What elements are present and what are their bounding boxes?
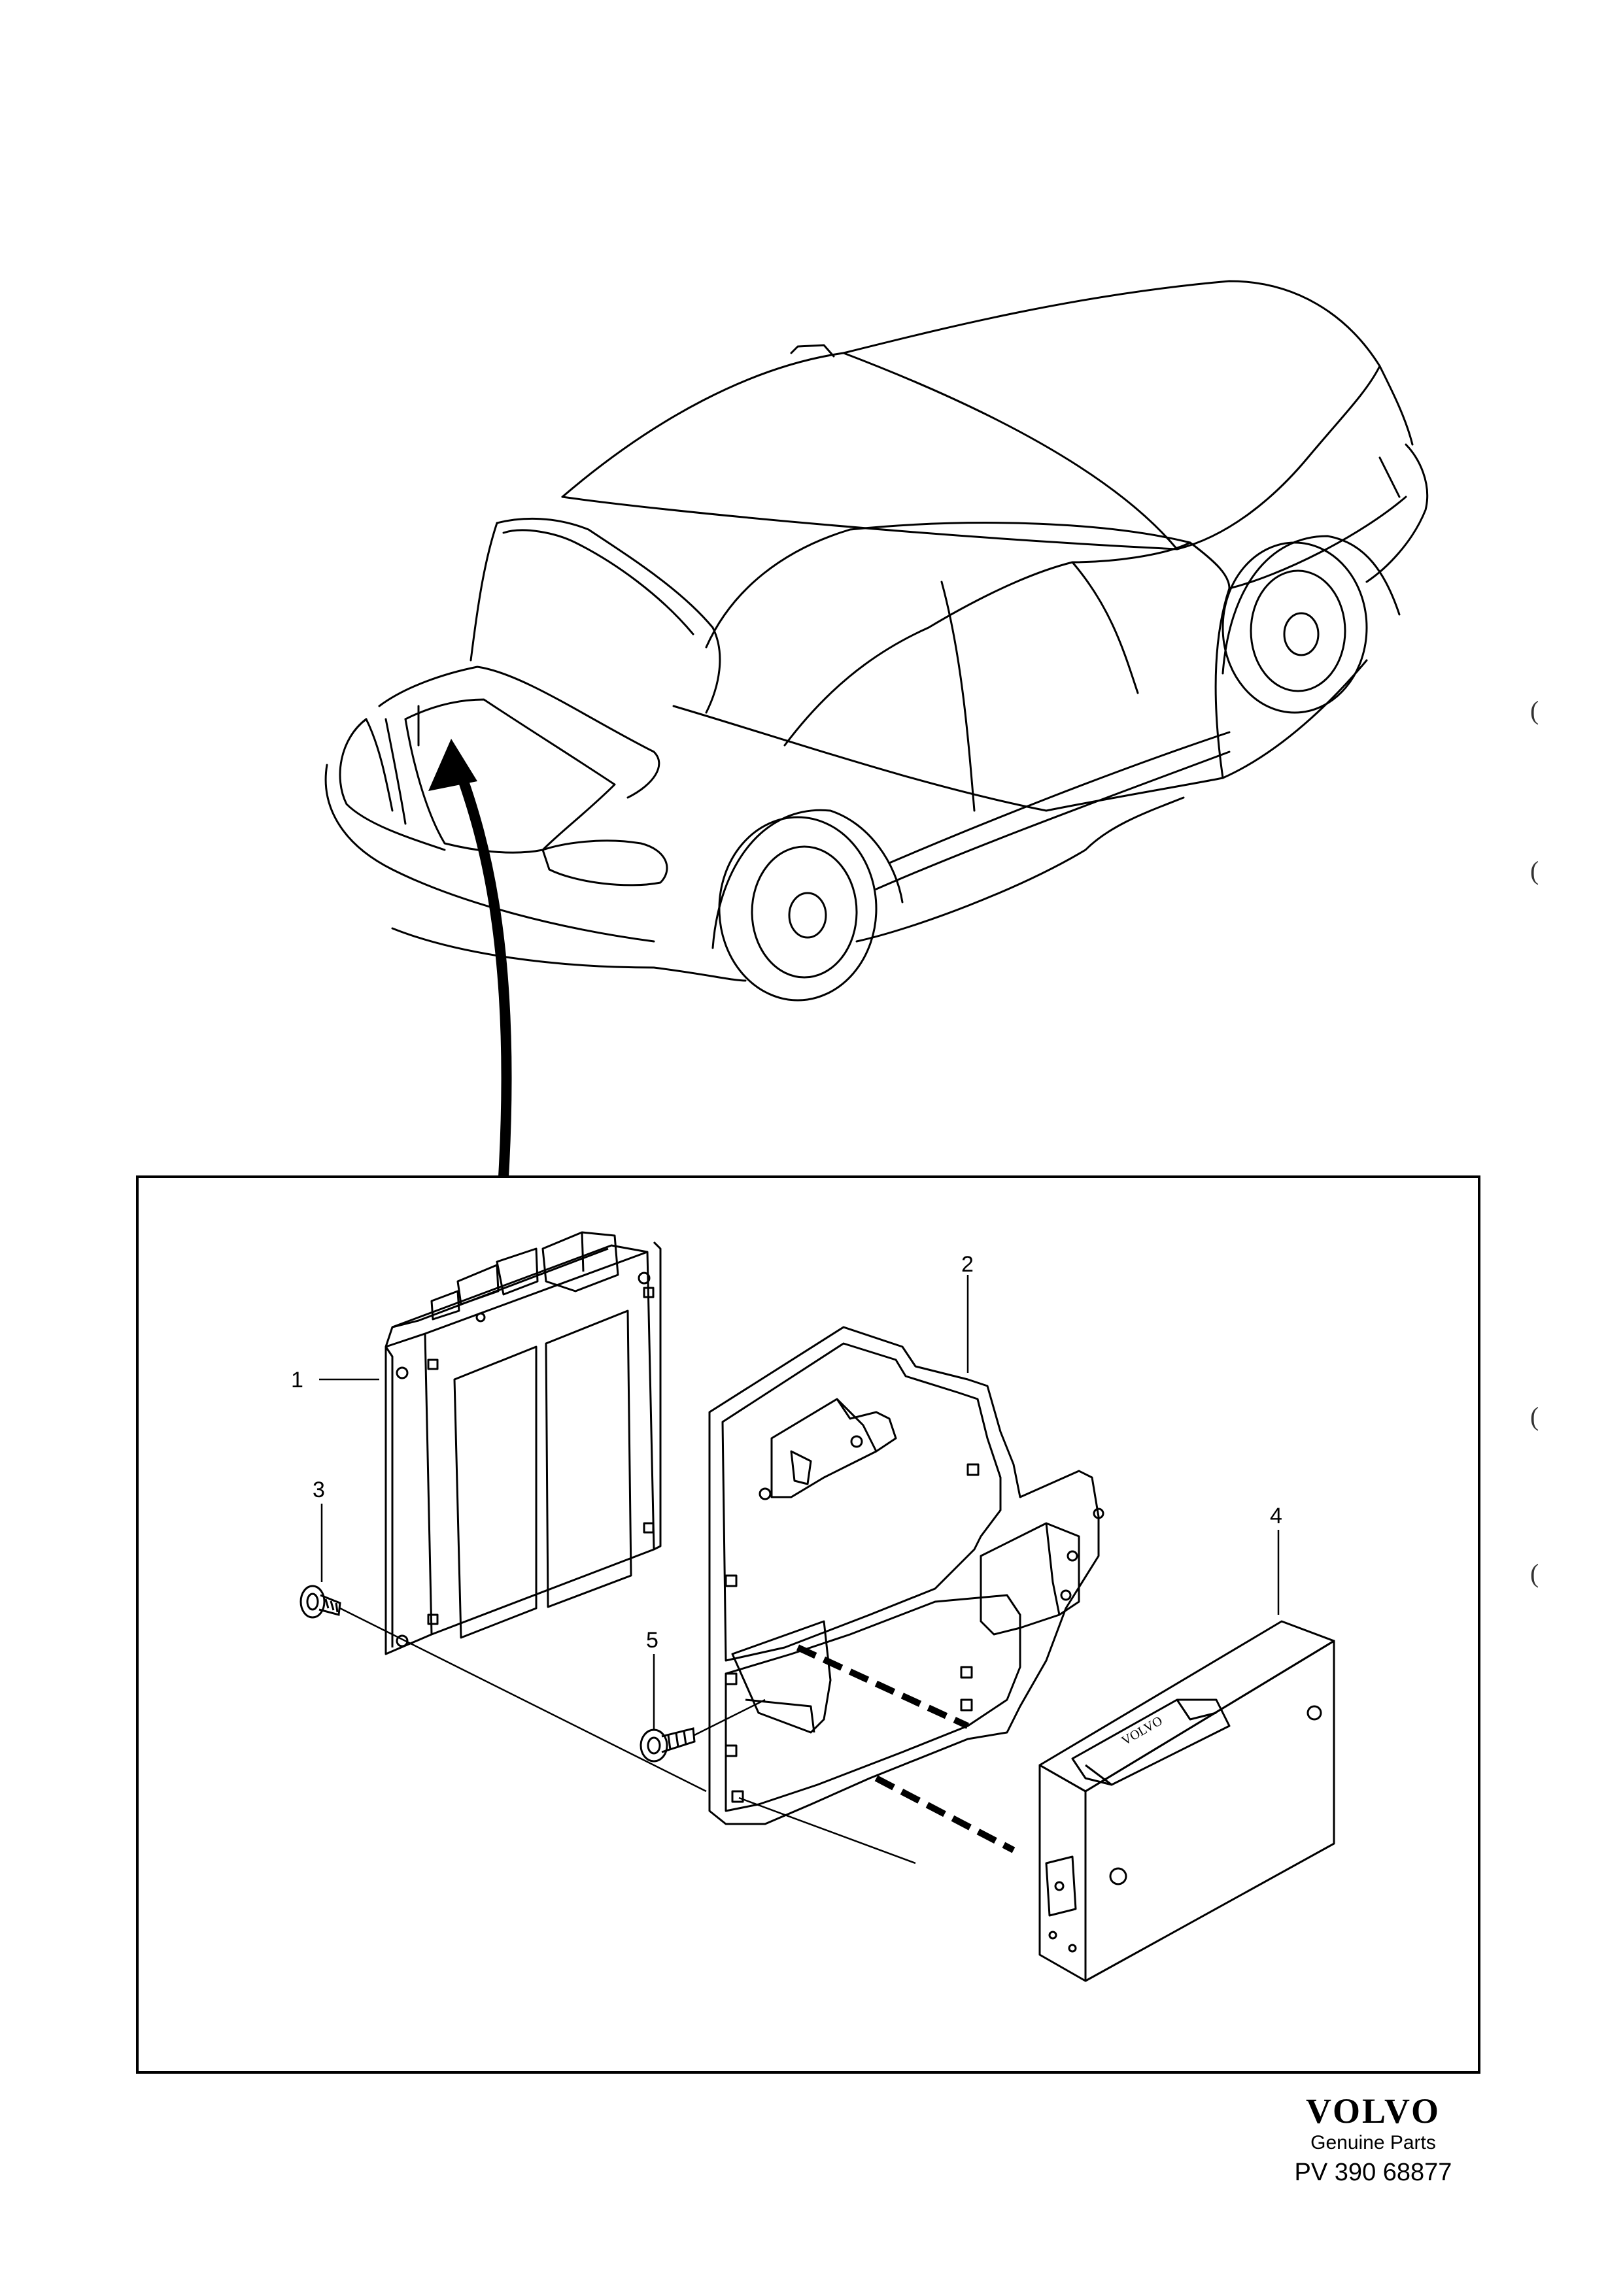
assembly-guide-lines — [796, 1644, 1016, 1853]
diagram-reference-code: PV 390 68877 — [1294, 2159, 1452, 2186]
detail-frame — [136, 1175, 1480, 2074]
brand-tagline: Genuine Parts — [1310, 2132, 1436, 2153]
callout-1: 1 — [291, 1368, 303, 1393]
screw-icon — [640, 1727, 696, 1763]
screw-icon — [299, 1585, 341, 1619]
callout-5: 5 — [646, 1628, 658, 1653]
brand-footer: VOLVO Genuine Parts PV 390 68877 — [1256, 2092, 1491, 2189]
callout-4: 4 — [1270, 1504, 1282, 1528]
margin-mark: ( — [1530, 1559, 1539, 1588]
margin-mark: ( — [1530, 696, 1539, 725]
bracket-icon — [708, 1326, 1104, 1825]
margin-mark: ( — [1530, 1402, 1539, 1431]
amplifier-icon — [384, 1231, 662, 1655]
location-arrow-icon — [428, 739, 512, 1177]
margin-mark: ( — [1530, 856, 1539, 885]
brand-logo: VOLVO — [1306, 2091, 1441, 2131]
leader-lines — [319, 1275, 1280, 1865]
callout-3: 3 — [313, 1477, 325, 1502]
callout-2: 2 — [961, 1252, 974, 1277]
cd-changer-icon: VOLVO — [1038, 1620, 1335, 1982]
car-outline-icon — [324, 280, 1429, 1002]
